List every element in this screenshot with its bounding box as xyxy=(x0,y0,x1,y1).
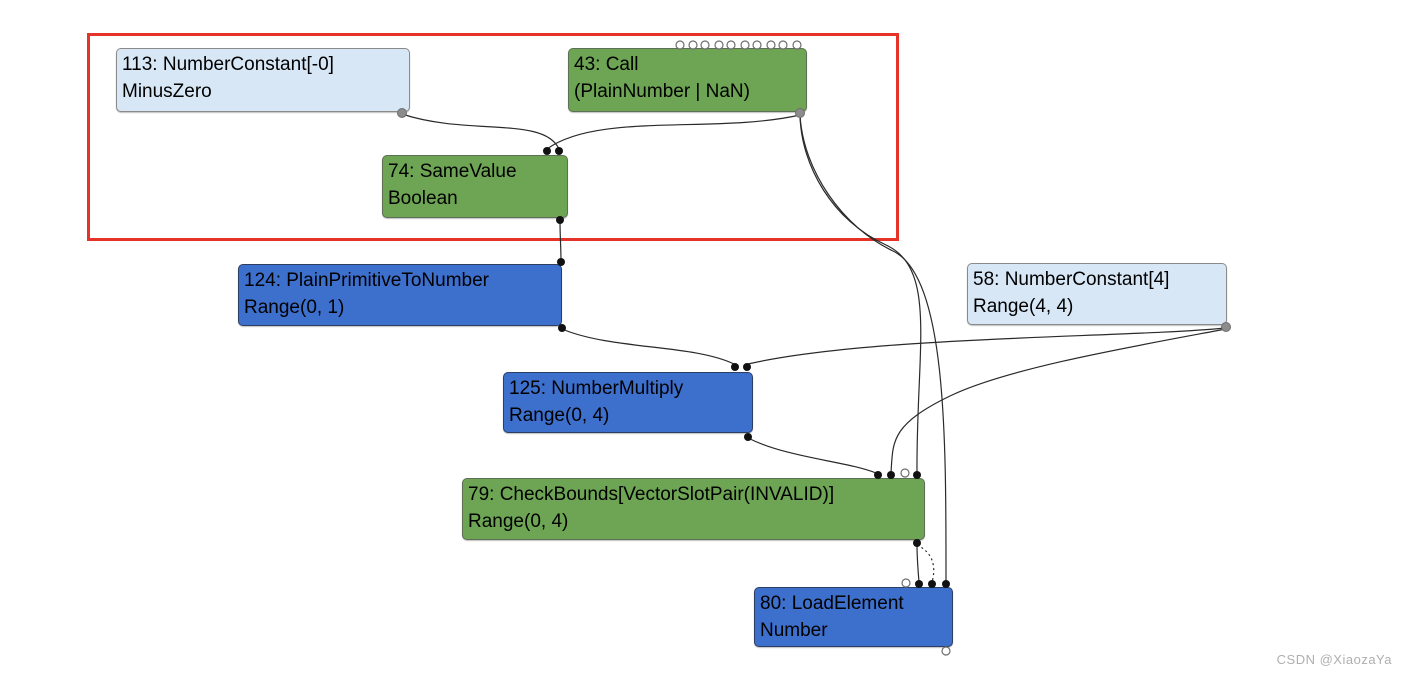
edge-125-79 xyxy=(747,437,877,474)
graph-node-79[interactable]: 79: CheckBounds[VectorSlotPair(INVALID)]… xyxy=(462,478,925,540)
79-input-port xyxy=(900,468,910,478)
edge-124-125 xyxy=(561,328,735,365)
node-title: 74: SameValue xyxy=(388,161,517,182)
node-subtitle: MinusZero xyxy=(122,81,212,102)
watermark: CSDN @XiaozaYa xyxy=(1276,652,1392,667)
node-title: 80: LoadElement xyxy=(760,593,904,614)
80-input-port xyxy=(901,578,911,588)
node-subtitle: Range(0, 1) xyxy=(244,297,345,318)
125-input-port xyxy=(731,363,739,371)
edge-79-80 xyxy=(916,544,920,583)
node-subtitle: Range(0, 4) xyxy=(509,405,610,426)
node-title: 43: Call xyxy=(574,54,639,75)
80-output-port xyxy=(941,646,951,656)
node-subtitle: Number xyxy=(760,620,828,641)
node-title: 124: PlainPrimitiveToNumber xyxy=(244,270,489,291)
graph-node-113[interactable]: 113: NumberConstant[-0] MinusZero xyxy=(116,48,410,112)
graph-node-43[interactable]: 43: Call (PlainNumber | NaN) xyxy=(568,48,807,112)
node-subtitle: (PlainNumber | NaN) xyxy=(574,81,750,102)
graph-node-58[interactable]: 58: NumberConstant[4] Range(4, 4) xyxy=(967,263,1227,325)
node-subtitle: Range(0, 4) xyxy=(468,511,569,532)
125-output-port xyxy=(744,433,752,441)
79-output-port xyxy=(913,539,921,547)
edge-58-125 xyxy=(747,327,1227,365)
edge-58-79 xyxy=(890,328,1227,474)
node-title: 79: CheckBounds[VectorSlotPair(INVALID)] xyxy=(468,484,835,505)
node-title: 58: NumberConstant[4] xyxy=(973,269,1170,290)
node-subtitle: Boolean xyxy=(388,188,458,209)
node-title: 125: NumberMultiply xyxy=(509,378,684,399)
125-input-port xyxy=(743,363,751,371)
node-subtitle: Range(4, 4) xyxy=(973,296,1074,317)
edge-79-80-effect xyxy=(916,544,935,583)
node-title: 113: NumberConstant[-0] xyxy=(122,54,334,75)
